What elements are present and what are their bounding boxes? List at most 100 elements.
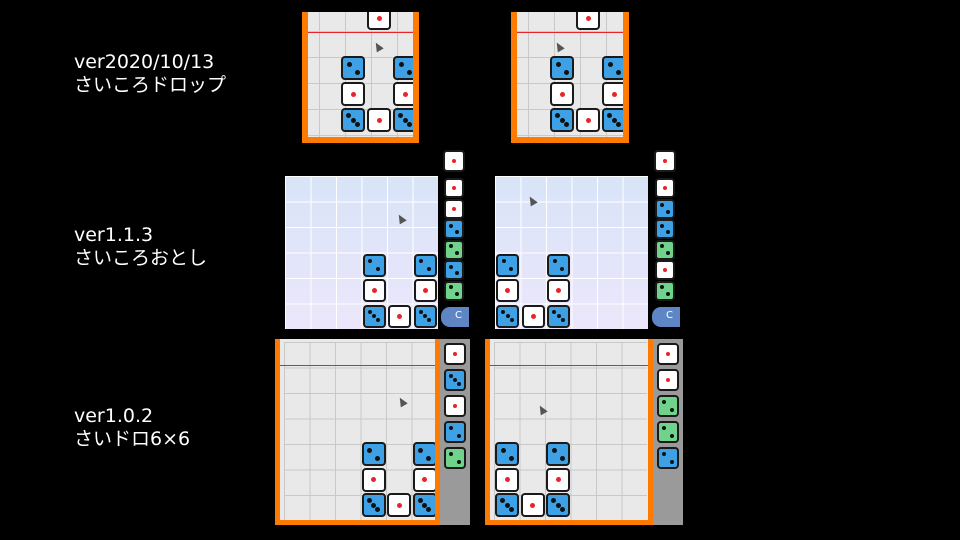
game-board-v2020-right[interactable] — [511, 12, 629, 143]
die-pip — [666, 250, 671, 255]
die-white-1 — [361, 467, 386, 492]
die-pip — [448, 285, 453, 290]
die-pip — [555, 61, 561, 67]
die-pip — [402, 117, 408, 123]
die-pip — [371, 502, 376, 508]
menu-pill-button[interactable]: C — [441, 307, 469, 327]
die-pip — [551, 498, 557, 504]
version-number: ver2020/10/13 — [74, 51, 215, 73]
die-pip — [663, 186, 667, 190]
version-label-3: ver1.0.2 さいドロ6×6 — [74, 405, 190, 451]
die-pip — [426, 266, 431, 271]
die-white-1 — [393, 82, 413, 106]
die-pip — [449, 374, 454, 379]
die-pip — [418, 309, 423, 314]
die-pip — [375, 506, 381, 512]
board-grid[interactable] — [284, 342, 435, 520]
board-frame[interactable] — [485, 339, 653, 525]
die-blue-2 — [362, 253, 386, 277]
game-board-v102-right[interactable] — [485, 339, 683, 525]
danger-line — [280, 365, 435, 366]
die-pip — [551, 447, 557, 453]
die-pip — [453, 404, 457, 408]
die-pip — [615, 121, 621, 127]
die-pip — [663, 159, 667, 163]
die-pip — [371, 288, 377, 293]
die-blue-3 — [393, 108, 413, 132]
board-grid[interactable] — [285, 176, 438, 329]
die-pip — [666, 209, 671, 214]
die-pip — [552, 309, 557, 314]
die-pip — [452, 206, 456, 211]
die-pip — [669, 407, 674, 412]
die-blue-3 — [495, 493, 519, 517]
die-pip — [448, 223, 453, 228]
board-frame[interactable] — [275, 339, 440, 525]
die-pip — [669, 459, 674, 464]
die-pip — [505, 288, 510, 293]
game-board-v113-right[interactable]: C — [493, 150, 680, 330]
die-white-1 — [367, 108, 391, 132]
danger-line — [308, 32, 413, 33]
next-die-preview — [444, 395, 466, 417]
die-blue-2 — [341, 56, 365, 80]
die-pip — [367, 309, 372, 314]
die-pip — [666, 230, 671, 235]
die-pip — [396, 502, 402, 508]
game-board-v102-left[interactable] — [275, 339, 470, 525]
board-grid[interactable] — [495, 176, 648, 329]
die-blue-2 — [496, 253, 519, 277]
die-blue-2 — [412, 442, 435, 466]
die-pip — [398, 113, 404, 119]
next-die-preview — [657, 395, 679, 417]
next-dice-sidebar — [440, 339, 470, 525]
die-pip — [663, 268, 667, 272]
die-pip — [508, 506, 514, 512]
die-white-1 — [521, 304, 545, 328]
next-die-preview — [654, 150, 676, 172]
die-pip — [371, 477, 376, 482]
die-pip — [530, 313, 536, 319]
next-die-preview — [444, 178, 464, 198]
next-die-preview — [655, 280, 675, 301]
die-pip — [453, 352, 457, 356]
die-pip — [456, 459, 461, 464]
menu-pill-button[interactable]: C — [652, 307, 680, 327]
die-pip — [500, 447, 506, 453]
die-white-1 — [602, 82, 623, 106]
die-white-1 — [495, 467, 519, 492]
die-pip — [367, 447, 372, 453]
die-pip — [448, 244, 453, 249]
die-pip — [398, 61, 404, 67]
die-pip — [669, 433, 674, 438]
die-pip — [453, 378, 457, 382]
next-die-preview — [444, 260, 464, 280]
die-blue-2 — [546, 442, 570, 466]
die-pip — [368, 259, 373, 264]
version-label-2: ver1.1.3 さいころおとし — [74, 224, 207, 270]
die-pip — [376, 117, 382, 123]
game-board-v113-left[interactable]: C — [283, 150, 469, 330]
die-pip — [607, 113, 613, 119]
die-pip — [376, 318, 381, 323]
die-pip — [449, 452, 454, 457]
die-pip — [552, 259, 557, 264]
die-pip — [509, 266, 514, 271]
pill-label: C — [666, 310, 673, 321]
die-pip — [556, 288, 561, 293]
die-white-1 — [547, 279, 570, 302]
board-grid[interactable] — [494, 342, 647, 520]
die-pip — [346, 61, 352, 67]
die-pip — [397, 313, 402, 319]
die-pip — [501, 309, 506, 314]
danger-line — [490, 365, 648, 366]
die-pip — [346, 113, 352, 119]
die-blue-3 — [546, 493, 570, 517]
die-white-1 — [413, 279, 437, 302]
die-pip — [504, 502, 510, 508]
game-board-v2020-left[interactable] — [302, 12, 419, 143]
die-blue-3 — [602, 108, 623, 132]
die-pip — [585, 15, 591, 21]
die-pip — [366, 498, 372, 504]
die-pip — [611, 91, 617, 97]
